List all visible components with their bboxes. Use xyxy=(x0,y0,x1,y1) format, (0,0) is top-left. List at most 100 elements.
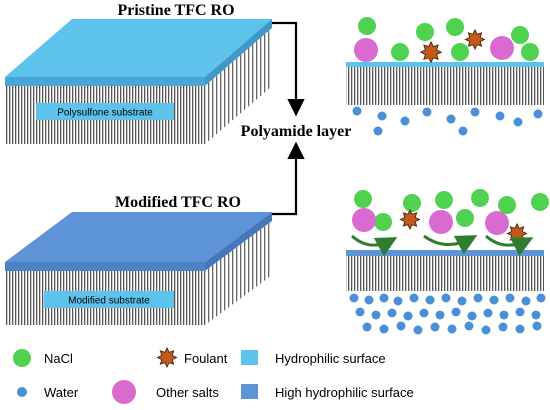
water-particle xyxy=(481,325,491,335)
water-particle xyxy=(515,307,525,317)
water-particle xyxy=(425,295,435,305)
modified-substrate-label-box xyxy=(44,291,174,308)
foulant-particle xyxy=(399,208,421,231)
water-particle xyxy=(419,308,429,318)
water-particle xyxy=(457,296,467,306)
foulant-icon xyxy=(156,346,178,369)
high-hydrophilic-swatch-icon xyxy=(241,384,258,399)
water-particle xyxy=(379,293,389,303)
nacl-particle xyxy=(358,17,376,35)
pristine-membrane-block xyxy=(5,19,272,144)
water-particle xyxy=(495,111,505,121)
pristine-substrate-side xyxy=(205,28,272,144)
water-particle xyxy=(489,295,499,305)
nacl-particle xyxy=(531,193,549,211)
legend-label-high-hydrophilic: High hydrophilic surface xyxy=(275,385,414,400)
modified-title: Modified TFC RO xyxy=(115,194,241,211)
modified-zoom-view xyxy=(346,189,549,335)
nacl-particle xyxy=(416,23,434,41)
other-salts-particle xyxy=(352,208,376,232)
water-particle xyxy=(373,126,383,136)
modified-zoom-hydrophilic-layer xyxy=(346,250,544,256)
water-particle xyxy=(371,310,381,320)
nacl-particle xyxy=(435,191,453,209)
water-particle xyxy=(531,310,541,320)
water-particle xyxy=(513,117,523,127)
polyamide-layer-label: Polyamide layer xyxy=(241,123,352,140)
water-particle xyxy=(458,126,468,136)
pristine-top-surface xyxy=(5,19,272,77)
modified-substrate-side xyxy=(205,221,272,325)
water-particle xyxy=(362,322,372,332)
pristine-side-edge xyxy=(205,19,272,86)
modified-membrane-block xyxy=(5,212,272,325)
water-particle xyxy=(396,321,406,331)
modified-side-edge xyxy=(205,212,272,271)
nacl-particle xyxy=(521,43,539,61)
modified-substrate-label: Modified substrate xyxy=(68,296,150,307)
pristine-arrow xyxy=(272,21,305,117)
water-particle xyxy=(532,321,542,331)
repulsion-arrow xyxy=(351,234,398,257)
nacl-particle xyxy=(451,43,469,61)
water-particle xyxy=(352,106,362,116)
water-particle xyxy=(467,311,477,321)
polysulfone-substrate-label: Polysulfone substrate xyxy=(57,108,153,119)
other-salts-particle xyxy=(354,38,378,62)
foulant-particle xyxy=(506,222,528,245)
nacl-particle xyxy=(498,196,516,214)
pristine-substrate-label-box xyxy=(36,103,174,120)
pristine-title: Pristine TFC RO xyxy=(117,2,234,19)
water-particle xyxy=(441,293,451,303)
water-particle xyxy=(403,311,413,321)
nacl-particle xyxy=(456,209,474,227)
water-particle xyxy=(464,321,474,331)
water-particle xyxy=(349,293,359,303)
nacl-icon xyxy=(13,349,31,367)
water-particle xyxy=(533,109,543,119)
other-salts-particle xyxy=(429,210,453,234)
water-particle xyxy=(377,111,387,121)
foulant-particle xyxy=(464,28,486,51)
nacl-particle xyxy=(511,26,529,44)
other-salts-particle xyxy=(490,36,514,60)
water-particle xyxy=(483,308,493,318)
water-particle xyxy=(387,308,397,318)
pristine-zoom-hydrophilic-layer xyxy=(346,62,544,67)
water-particle xyxy=(536,293,546,303)
legend-label-foulant: Foulant xyxy=(184,351,228,366)
pristine-top-edge xyxy=(5,77,205,86)
pristine-zoom-substrate xyxy=(346,67,544,105)
water-particle xyxy=(422,107,432,117)
modified-top-edge xyxy=(5,262,205,271)
water-particle xyxy=(400,116,410,126)
nacl-particle xyxy=(403,194,421,212)
water-particle xyxy=(498,322,508,332)
water-particle xyxy=(393,296,403,306)
water-particle xyxy=(364,295,374,305)
nacl-particle xyxy=(471,189,489,207)
legend-label-hydrophilic: Hydrophilic surface xyxy=(275,351,386,366)
permeate-water-group xyxy=(349,293,546,335)
water-particle xyxy=(505,293,515,303)
repulsion-arrow xyxy=(423,234,478,255)
other-salts-icon xyxy=(112,380,136,404)
water-particle xyxy=(470,107,480,117)
water-particle xyxy=(446,114,456,124)
nacl-particle xyxy=(374,213,392,231)
legend-label-other-salts: Other salts xyxy=(156,385,219,400)
legend-label-nacl: NaCl xyxy=(44,351,73,366)
legend: NaCl Foulant Hydrophilic surface Water O… xyxy=(13,346,414,404)
water-particle xyxy=(409,293,419,303)
water-particle xyxy=(430,322,440,332)
legend-label-water: Water xyxy=(44,385,79,400)
water-particle xyxy=(451,307,461,317)
water-particle xyxy=(413,325,423,335)
pristine-zoom-view xyxy=(346,17,544,136)
water-particle xyxy=(355,307,365,317)
nacl-particle xyxy=(391,43,409,61)
water-particle xyxy=(521,296,531,306)
modified-top-surface xyxy=(5,212,272,262)
water-particle xyxy=(435,310,445,320)
